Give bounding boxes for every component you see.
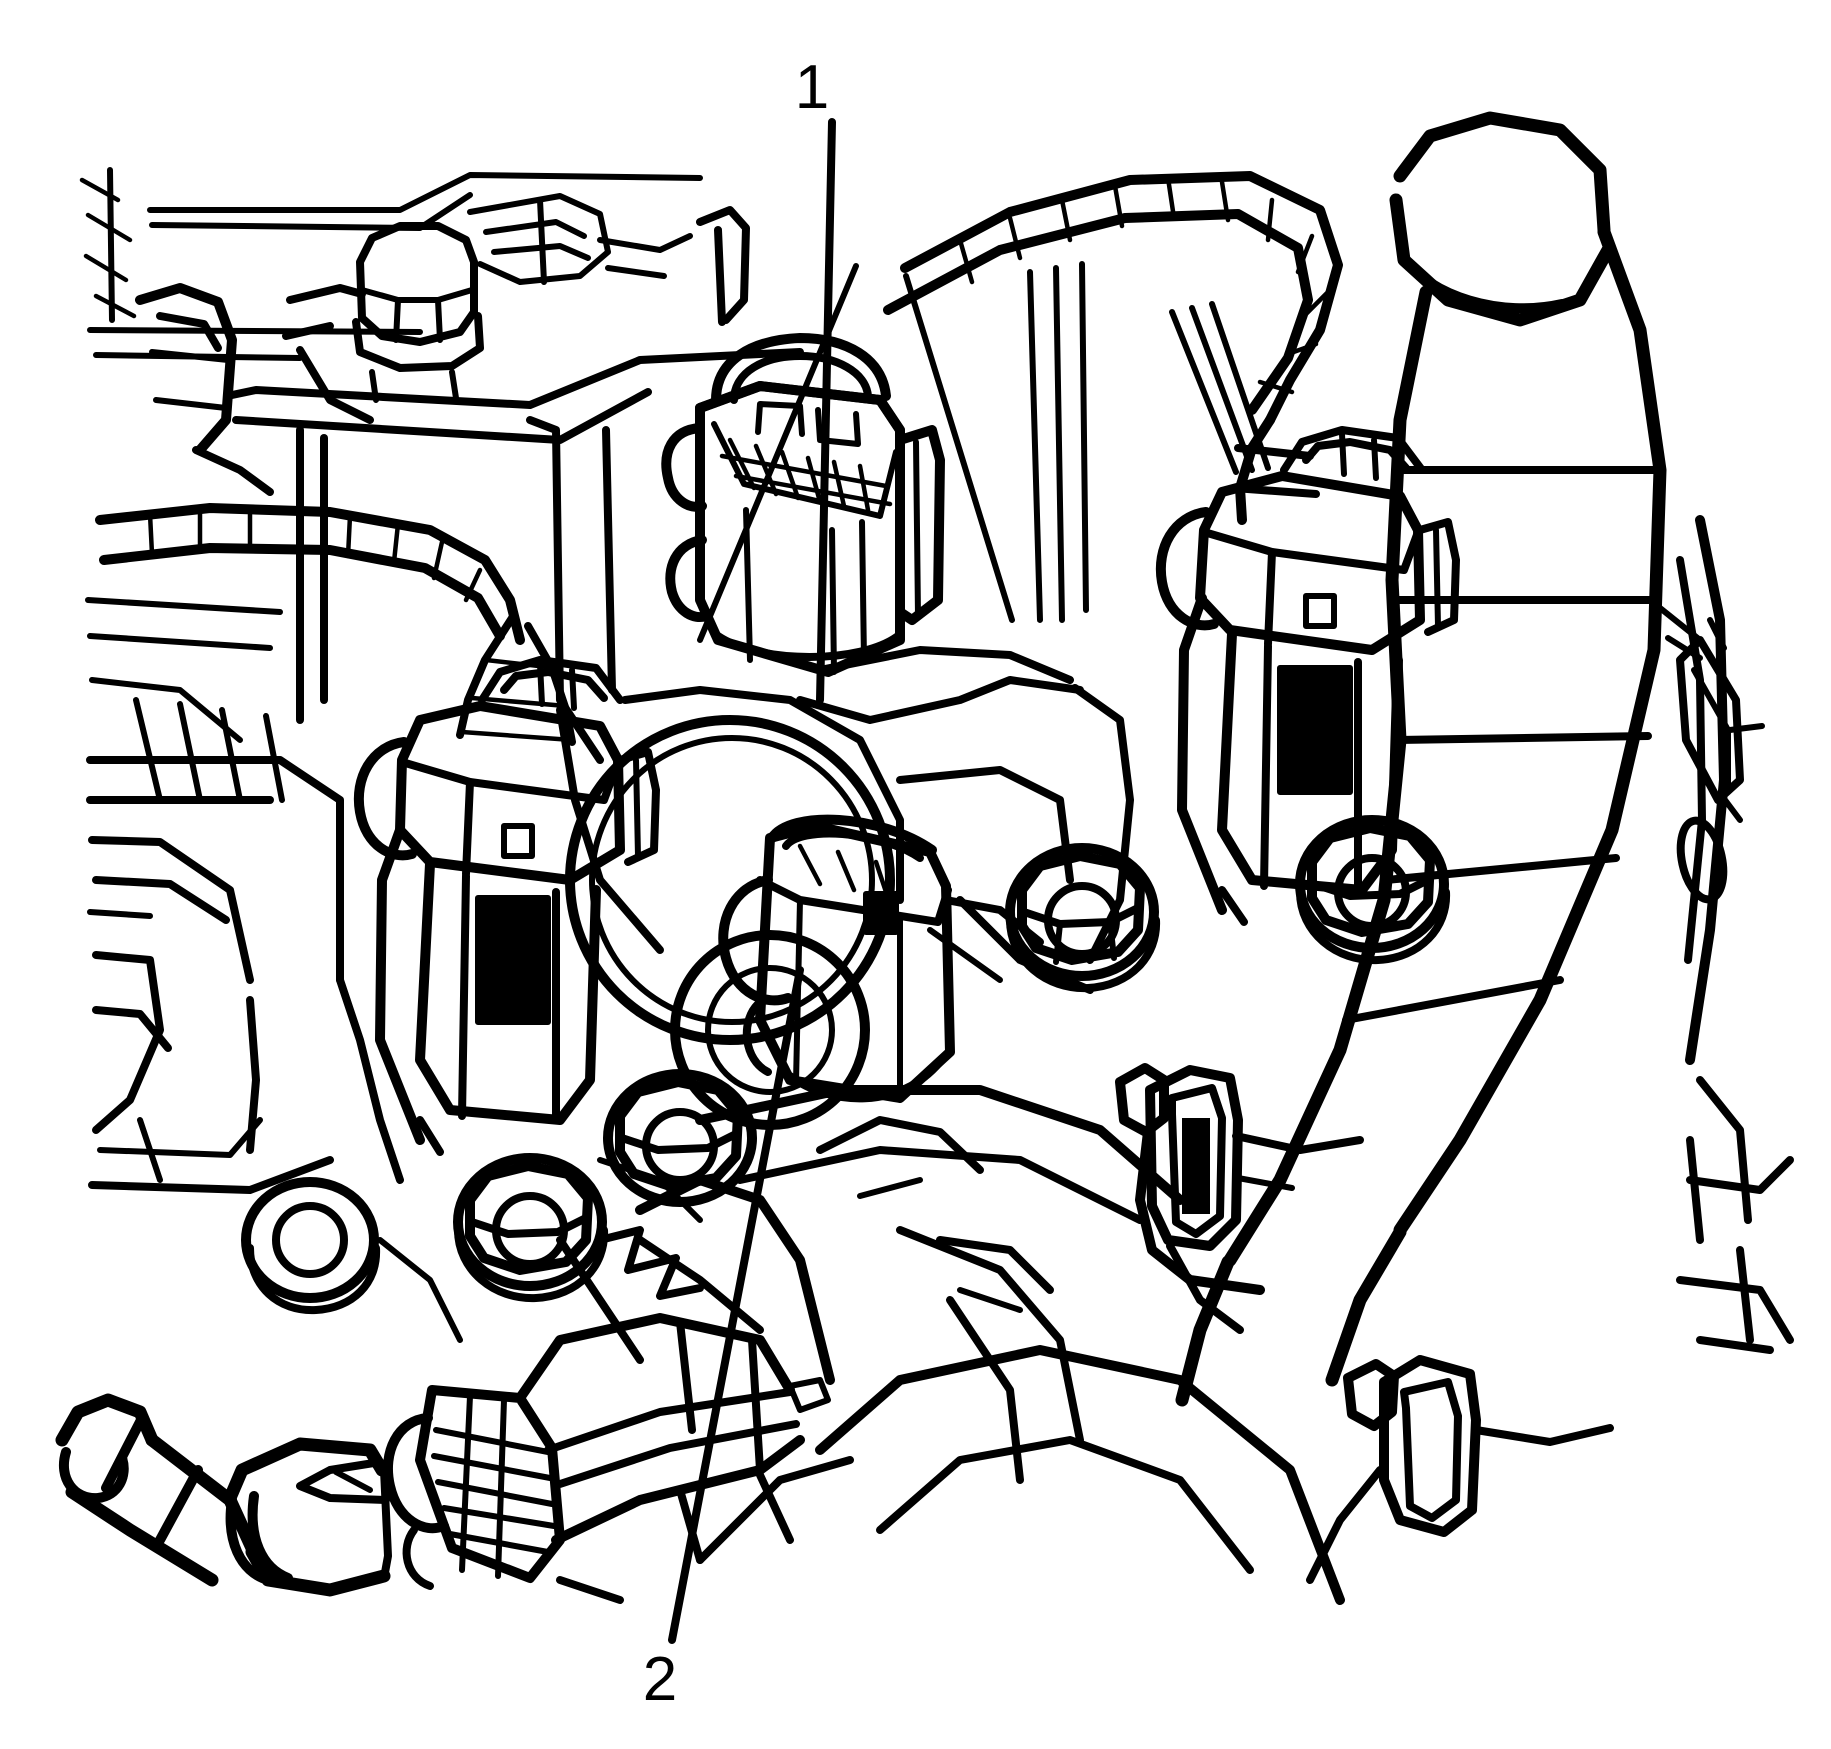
callout-label-1: 1 [795,53,829,122]
callout-leader-1 [816,118,836,704]
wire-retainer-clip [1115,1063,1614,1584]
hex-bolt-far-left [241,1177,381,1315]
upper-left-clip-assembly [467,193,750,326]
upper-center-multi-pin-connector [661,333,945,677]
braided-wire-harness-left [95,503,576,746]
hex-bolt-mid-right [1005,843,1161,993]
hex-bolt-lower-center [1295,815,1451,965]
callout-leader-2 [668,966,804,1644]
hex-bolt-lower-left [453,1153,609,1303]
upper-left-hose-stub [135,283,274,496]
callout-label-2: 2 [643,1645,677,1714]
left-sensor-connector [353,656,660,1156]
upper-left-hex-bolt [282,222,484,424]
lower-left-hose-end [55,1393,392,1597]
braided-wire-harness-upper [883,171,1343,425]
